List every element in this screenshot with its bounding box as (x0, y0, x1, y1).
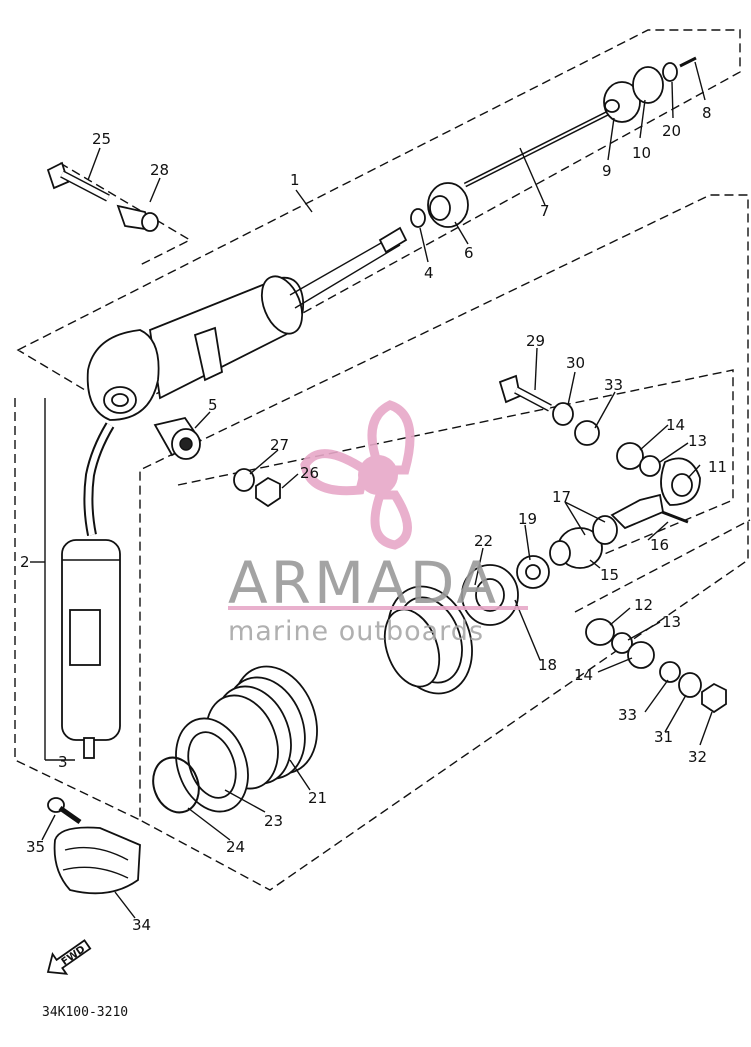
callout-18: 18 (538, 656, 557, 674)
callout-14b: 14 (574, 666, 593, 684)
callout-15: 15 (600, 566, 619, 584)
callout-24: 24 (226, 838, 245, 856)
callout-23: 23 (264, 812, 283, 830)
callout-32: 32 (688, 748, 707, 766)
watermark-tagline: marine outboards (228, 616, 484, 647)
callout-9: 9 (602, 162, 612, 180)
callout-13a: 13 (688, 432, 707, 450)
callout-26: 26 (300, 464, 319, 482)
callout-12: 12 (634, 596, 653, 614)
leader-lines (41, 61, 713, 919)
diagram-code: 34K100-3210 (42, 1005, 128, 1020)
callout-31: 31 (654, 728, 673, 746)
callout-27: 27 (270, 436, 289, 454)
clamp-and-screw (47, 797, 141, 895)
watermark-brand: ARMADA (228, 549, 499, 617)
callout-17: 17 (552, 488, 571, 506)
callout-25: 25 (92, 130, 111, 148)
callout-19: 19 (518, 510, 537, 528)
callout-6: 6 (464, 244, 474, 262)
callout-3: 3 (58, 753, 68, 771)
callout-5: 5 (208, 396, 218, 414)
callout-16: 16 (650, 536, 669, 554)
callout-29: 29 (526, 332, 545, 350)
callout-10: 10 (632, 144, 651, 162)
callout-21: 21 (308, 789, 327, 807)
group-outlines (14, 29, 751, 891)
callout-33b: 33 (618, 706, 637, 724)
callout-4: 4 (424, 264, 434, 282)
callout-2: 2 (20, 553, 30, 571)
callout-30: 30 (566, 354, 585, 372)
callout-13b: 13 (662, 613, 681, 631)
callout-35: 35 (26, 838, 45, 856)
rod-assembly (410, 56, 697, 228)
shock-absorber-body (61, 226, 408, 759)
callout-33a: 33 (604, 376, 623, 394)
callout-1: 1 (290, 171, 300, 189)
callout-8: 8 (702, 104, 712, 122)
callout-11: 11 (708, 458, 727, 476)
bolt-and-collar (46, 161, 159, 232)
callout-numbers: 1 2 3 4 5 6 7 8 9 10 11 12 13 13 14 14 1… (20, 104, 727, 934)
bracket-2 (30, 398, 75, 761)
callout-22: 22 (474, 532, 493, 550)
watermark: ARMADA marine outboards (228, 400, 528, 647)
forward-arrow: FWD (46, 939, 92, 975)
propeller-logo (300, 400, 415, 550)
callout-20: 20 (662, 122, 681, 140)
callout-7: 7 (540, 202, 550, 220)
callout-34: 34 (132, 916, 151, 934)
callout-28: 28 (150, 161, 169, 179)
callout-14a: 14 (666, 416, 685, 434)
bush-washer-nut (153, 416, 281, 508)
lower-fasteners (498, 374, 727, 714)
